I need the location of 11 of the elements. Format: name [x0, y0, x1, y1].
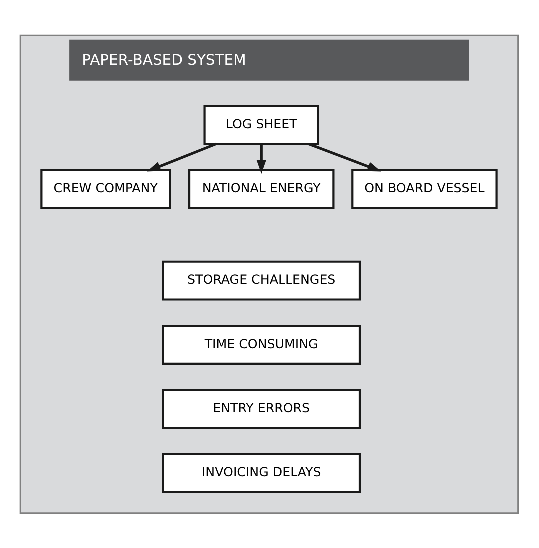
node-box: ON BOARD VESSEL	[352, 168, 498, 209]
node-box: LOG SHEET	[204, 104, 320, 145]
node-box: CREW COMPANY	[40, 168, 172, 209]
node-box: INVOICING DELAYS	[162, 452, 362, 493]
node-box: NATIONAL ENERGY	[188, 168, 335, 209]
node-box: TIME CONSUMING	[162, 324, 362, 364]
node-box: STORAGE CHALLENGES	[162, 260, 362, 300]
arrow	[308, 142, 382, 172]
node-box: ENTRY ERRORS	[162, 388, 362, 429]
arrow	[256, 144, 266, 174]
arrow	[147, 142, 218, 172]
